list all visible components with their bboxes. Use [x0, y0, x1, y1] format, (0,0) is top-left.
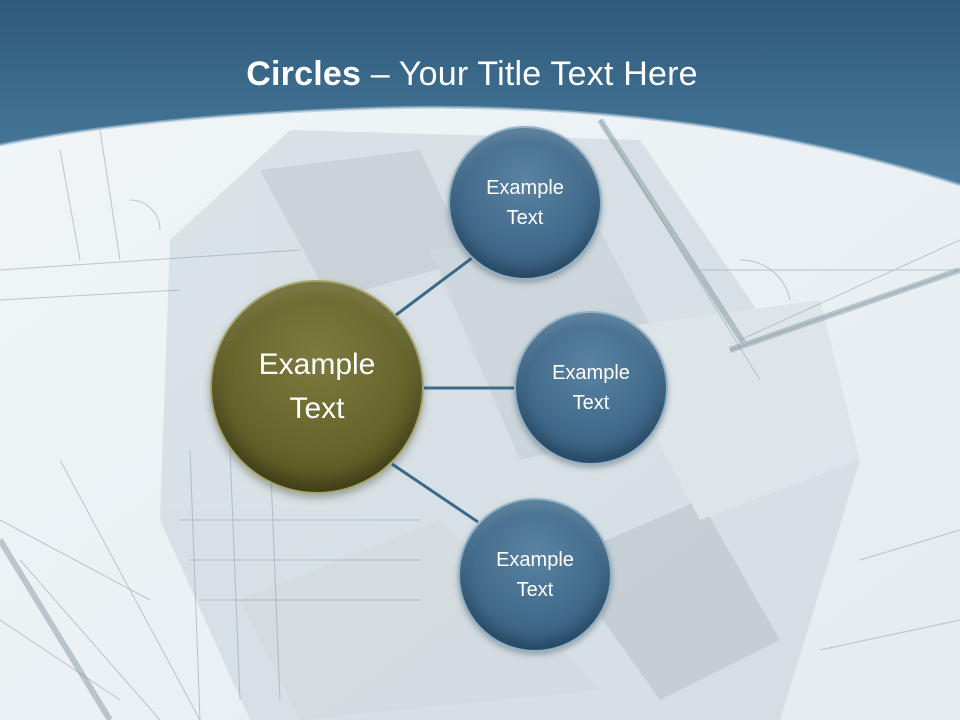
- title-text: – Your Title Text Here: [361, 55, 698, 93]
- building-illustration: [160, 130, 860, 720]
- center-circle-label-line1: Example: [258, 348, 376, 381]
- node-circle-top[interactable]: Example Text: [448, 126, 602, 280]
- slide-title: Circles – Your Title Text Here: [0, 52, 944, 96]
- node-top-label-line2: Text: [506, 207, 544, 229]
- connector-top: [391, 253, 477, 320]
- node-circle-bottom[interactable]: Example Text: [458, 498, 612, 652]
- center-circle-label-line2: Text: [289, 392, 345, 425]
- blueprint-lines: [0, 119, 960, 720]
- node-bottom-label-line1: Example: [496, 549, 574, 571]
- title-keyword: Circles: [246, 55, 362, 93]
- header-band: [0, 0, 960, 185]
- node-middle-label-line1: Example: [552, 362, 630, 384]
- node-bottom-label-line2: Text: [516, 579, 554, 601]
- connector-bottom: [391, 462, 479, 524]
- node-middle-label-line2: Text: [572, 392, 610, 414]
- node-top-label-line1: Example: [486, 177, 564, 199]
- center-circle[interactable]: Example Text: [210, 280, 424, 494]
- node-circle-middle[interactable]: Example Text: [514, 311, 668, 465]
